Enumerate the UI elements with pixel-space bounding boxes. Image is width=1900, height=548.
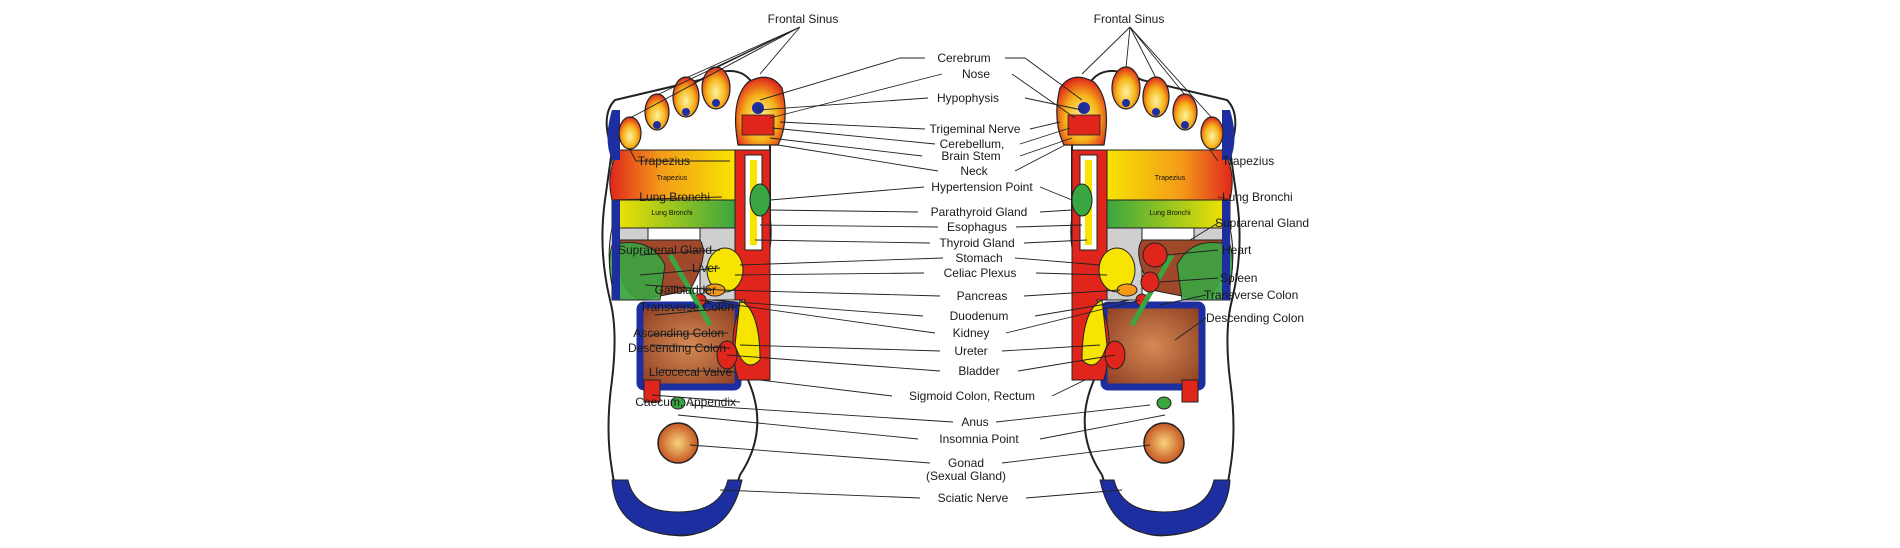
label-frontal-sinus-right: Frontal Sinus <box>1094 12 1165 26</box>
label-trapezius-left: Trapezius <box>638 154 690 168</box>
label-gonad-2: (Sexual Gland) <box>926 469 1006 483</box>
inner-lung-right: Lung Bronchi <box>1149 210 1191 217</box>
spleen-zone <box>1140 271 1160 293</box>
label-liver: Liver <box>692 261 718 275</box>
label-parathyroid-gland: Parathyroid Gland <box>931 205 1028 219</box>
label-pancreas: Pancreas <box>957 289 1008 303</box>
label-trapezius-right: Trapezius <box>1222 154 1274 168</box>
label-hypophysis: Hypophysis <box>937 91 999 105</box>
label-gonad-1: Gonad <box>948 456 984 470</box>
label-cerebellum-1: Cerebellum, <box>940 137 1005 151</box>
label-transverse-colon-right: Transverse Colon <box>1204 288 1298 302</box>
inner-trapezius-right: Trapezius <box>1155 175 1186 182</box>
label-ureter: Ureter <box>954 344 987 358</box>
label-spleen: Spleen <box>1220 271 1257 285</box>
label-cerebellum-2: Brain Stem <box>941 149 1000 163</box>
label-anus: Anus <box>961 415 988 429</box>
label-trigeminal-nerve: Trigeminal Nerve <box>930 122 1021 136</box>
label-heart: Heart <box>1222 243 1252 257</box>
label-duodenum: Duodenum <box>950 309 1009 323</box>
label-sigmoid-colon: Sigmoid Colon, Rectum <box>909 389 1035 403</box>
label-lung-bronchi-right: Lung Bronchi <box>1222 190 1293 204</box>
label-ascending-colon: Ascending Colon <box>633 326 724 340</box>
label-gallbladder: Gallbladder <box>655 283 716 297</box>
label-stomach: Stomach <box>955 251 1002 265</box>
label-sciatic-nerve: Sciatic Nerve <box>938 491 1009 505</box>
label-nose: Nose <box>962 67 990 81</box>
heart-zone <box>1142 242 1168 268</box>
inner-trapezius-left: Trapezius <box>657 175 688 182</box>
label-cerebrum: Cerebrum <box>937 51 990 65</box>
label-suprarenal-gland-right: Suprarenal Gland <box>1215 216 1309 230</box>
label-lung-bronchi-left: Lung Bronchi <box>639 190 710 204</box>
label-descending-colon-left: Descending Colon <box>628 341 726 355</box>
inner-lung-left: Lung Bronchi <box>651 210 693 217</box>
label-hypertension-point: Hypertension Point <box>931 180 1033 194</box>
label-insomnia-point: Insomnia Point <box>939 432 1019 446</box>
label-descending-colon-right: Descending Colon <box>1206 311 1304 325</box>
label-transverse-colon-left: Transverse Colon <box>640 300 734 314</box>
label-esophagus: Esophagus <box>947 220 1007 234</box>
label-celiac-plexus: Celiac Plexus <box>944 266 1017 280</box>
label-kidney: Kidney <box>953 326 990 340</box>
label-caecum: Caecum, Appendix <box>635 395 736 409</box>
leader-lines <box>611 26 1231 499</box>
label-frontal-sinus-left: Frontal Sinus <box>768 12 839 26</box>
label-bladder: Bladder <box>958 364 999 378</box>
label-thyroid-gland: Thyroid Gland <box>939 236 1014 250</box>
label-ileocecal-valve: Lleocecal Valve <box>649 365 732 379</box>
label-suprarenal-gland-left: Suprarenal Gland <box>618 243 712 257</box>
label-neck: Neck <box>960 164 988 178</box>
